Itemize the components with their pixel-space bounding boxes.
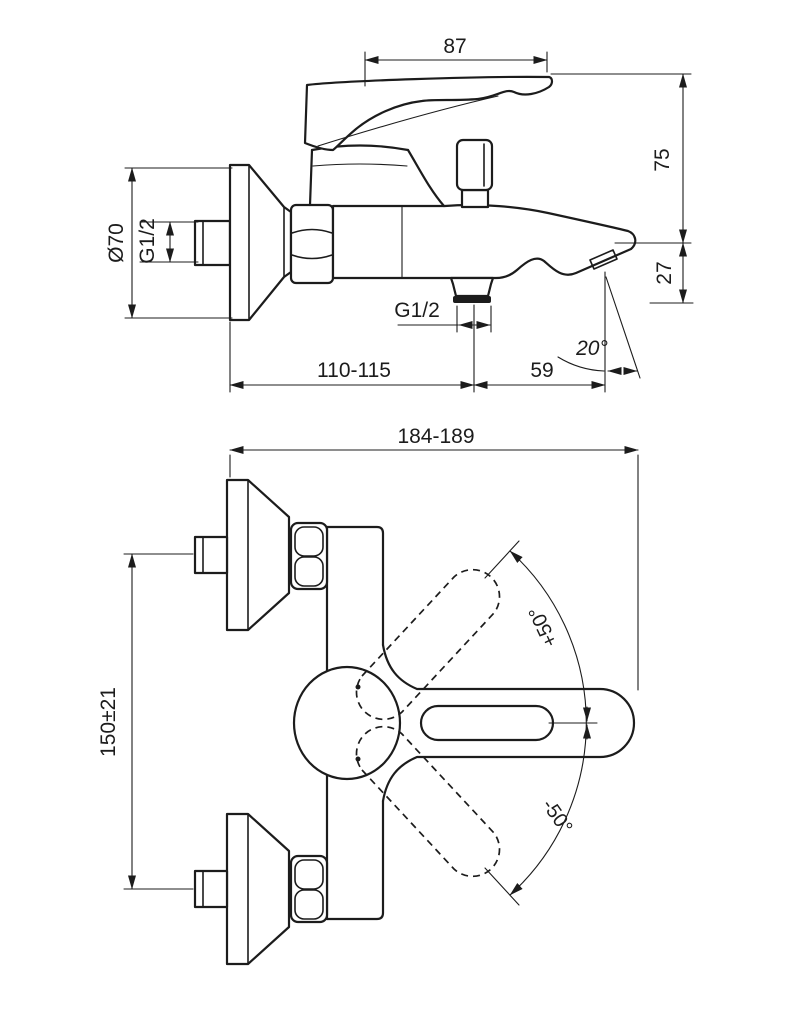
dim-spray-angle: 20° [575, 337, 608, 360]
escutcheon [228, 163, 293, 322]
dim-height-above-spout: 75 [651, 148, 674, 171]
dim-outlet-to-tip: 59 [530, 359, 553, 382]
handle-slot [419, 704, 555, 742]
wall-pipe [193, 219, 232, 267]
shower-outlet [449, 276, 495, 303]
dim-spout-drop: 27 [653, 261, 676, 284]
dim-escutcheon-diameter: Ø70 [105, 223, 128, 263]
dim-overall-depth: 184-189 [397, 425, 474, 448]
dim-swivel-minus: -50° [537, 795, 576, 838]
cartridge-dome [292, 665, 402, 781]
connection-nut [289, 203, 335, 285]
dome-screw-dot [355, 684, 361, 690]
dim-wall-thread: G1/2 [136, 218, 159, 264]
dim-wall-to-outlet: 110-115 [317, 359, 391, 382]
body-and-spout [331, 203, 637, 280]
dome-screw-dot [355, 756, 361, 762]
dim-connection-spacing: 150±21 [97, 687, 120, 757]
handle-swivel-positions [355, 568, 501, 878]
plan-view: 184-189 150±21 +50° -50° [97, 425, 639, 966]
lower-connection [193, 812, 329, 966]
upper-connection [193, 478, 329, 632]
dim-outlet-thread: G1/2 [394, 299, 440, 322]
side-view-dimensions: 87 75 27 Ø70 G1/2 G [105, 35, 694, 393]
aerator-outlet [589, 249, 618, 270]
dim-handle-length: 87 [443, 35, 466, 58]
lever-handle [303, 75, 554, 152]
side-view: 87 75 27 Ø70 G1/2 G [105, 35, 694, 393]
plan-view-dimensions: 184-189 150±21 +50° -50° [97, 425, 639, 906]
diverter-knob [455, 138, 494, 209]
cartridge-neck [308, 144, 446, 208]
